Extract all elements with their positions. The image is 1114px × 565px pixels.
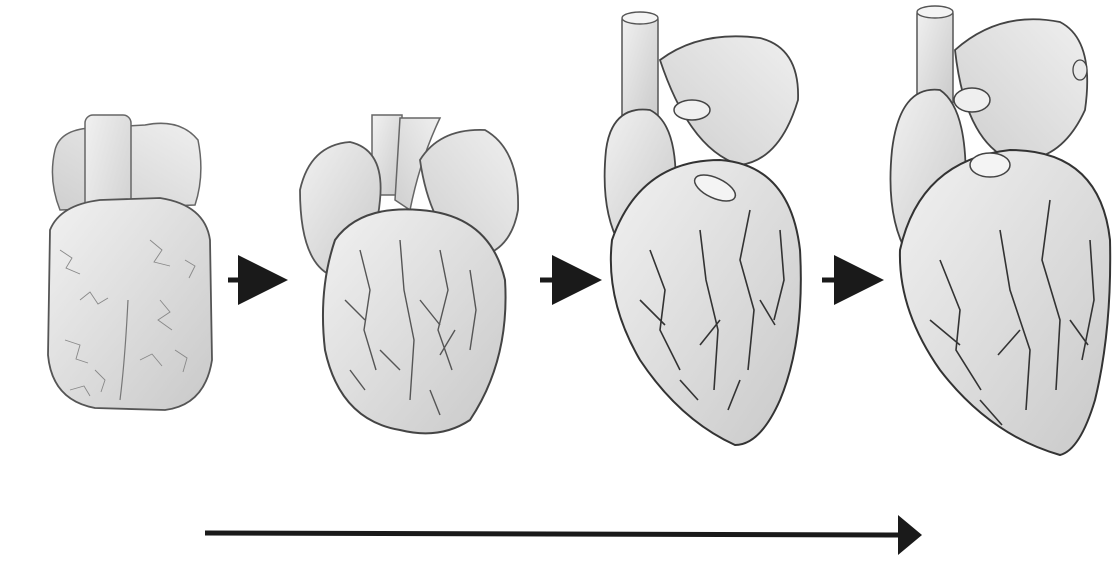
long-arrow-head	[898, 515, 922, 555]
heart-stage-1-icon	[48, 115, 212, 410]
heart-stage-3-icon	[605, 12, 801, 445]
long-arrow-icon	[205, 533, 905, 535]
heart-stage-2-icon	[300, 115, 518, 433]
heart-stage-4-icon	[890, 6, 1110, 455]
